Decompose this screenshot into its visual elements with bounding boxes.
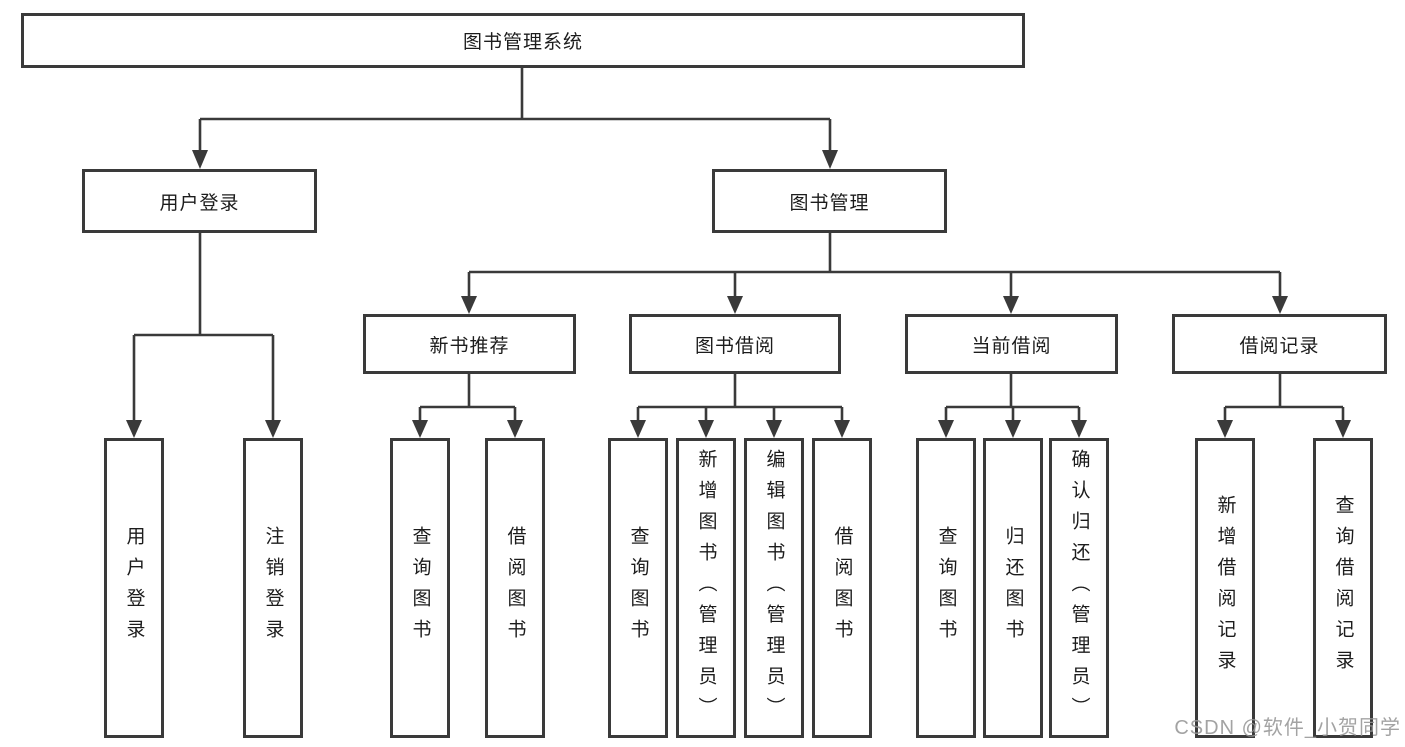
leaf-user-login: 用户登录 [104, 438, 164, 738]
leaf-add-books-admin: 新增图书（管理员） [676, 438, 736, 738]
leaf-confirm-return-admin: 确认归还（管理员） [1049, 438, 1109, 738]
leaf-query-borrow-record: 查询借阅记录 [1313, 438, 1373, 738]
leaf-query-books-borrow: 查询图书 [608, 438, 668, 738]
node-user-login: 用户登录 [82, 169, 317, 233]
node-borrow-records: 借阅记录 [1172, 314, 1387, 374]
node-book-management: 图书管理 [712, 169, 947, 233]
leaf-query-books-current: 查询图书 [916, 438, 976, 738]
leaf-edit-books-admin: 编辑图书（管理员） [744, 438, 804, 738]
leaf-add-borrow-record: 新增借阅记录 [1195, 438, 1255, 738]
leaf-return-books: 归还图书 [983, 438, 1043, 738]
leaf-logout-login: 注销登录 [243, 438, 303, 738]
leaf-borrow-books-borrow: 借阅图书 [812, 438, 872, 738]
leaf-query-books-recommend: 查询图书 [390, 438, 450, 738]
node-library-system: 图书管理系统 [21, 13, 1025, 68]
node-book-borrow: 图书借阅 [629, 314, 841, 374]
watermark: CSDN @软件_小贺同学 [1174, 717, 1401, 739]
node-current-borrow: 当前借阅 [905, 314, 1118, 374]
leaf-borrow-books-recommend: 借阅图书 [485, 438, 545, 738]
node-new-book-recommend: 新书推荐 [363, 314, 576, 374]
